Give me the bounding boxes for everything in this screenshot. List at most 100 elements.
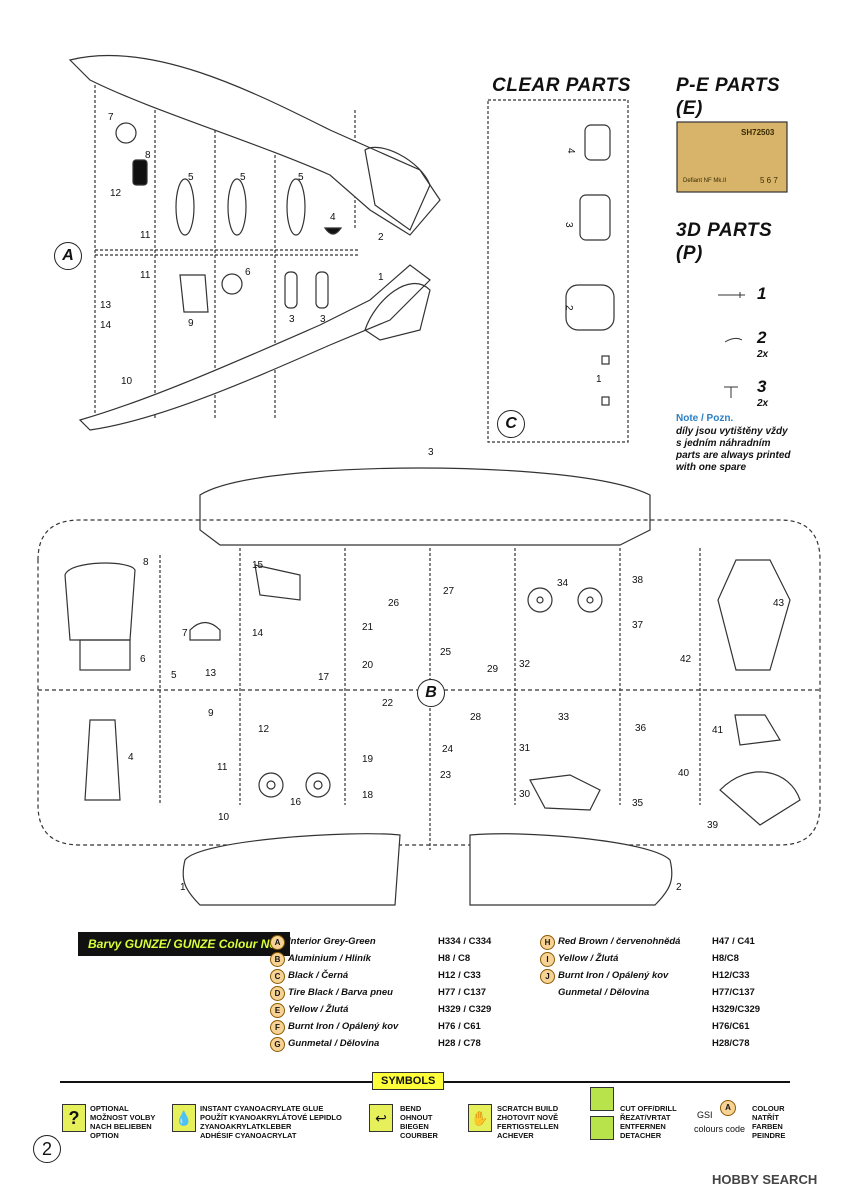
colour-row-m: H76/C61: [712, 1021, 750, 1032]
pe-fret-label: Defiant NF Mk.II: [683, 178, 727, 184]
svg-text:36: 36: [635, 723, 647, 734]
3d-part-3-multiplier: 2x: [757, 398, 769, 409]
optional-icon: ?: [62, 1104, 86, 1132]
svg-text:4: 4: [128, 752, 134, 763]
clear-parts-heading: CLEAR PARTS: [492, 75, 631, 96]
colour-badge: D: [270, 986, 285, 1001]
sprue-c-label: C: [497, 410, 525, 438]
pe-fret-code: SH72503: [741, 128, 775, 137]
svg-text:19: 19: [362, 754, 374, 765]
svg-text:40: 40: [678, 768, 690, 779]
svg-text:3: 3: [289, 314, 295, 325]
svg-text:14: 14: [252, 628, 264, 639]
svg-text:8: 8: [145, 150, 151, 161]
symbol-colour-text: COLOUR NATŘÍT FARBEN PEINDRE: [752, 1104, 786, 1140]
page-number: 2: [33, 1135, 61, 1163]
svg-text:28: 28: [470, 712, 482, 723]
svg-text:33: 33: [558, 712, 570, 723]
pe-parts-heading: P-E PARTS: [676, 75, 781, 96]
colour-badge: E: [270, 1003, 285, 1018]
cut-off-icon: [590, 1087, 614, 1111]
svg-text:12: 12: [110, 188, 122, 199]
svg-text:37: 37: [632, 620, 644, 631]
colour-badge: H: [540, 935, 555, 950]
note-text-cz: díly jsou vytištěny vždy s jedním náhrad…: [676, 426, 788, 449]
pe-parts-letter: (E): [676, 98, 703, 119]
3d-part-2-multiplier: 2x: [757, 349, 769, 360]
symbols-title: SYMBOLS: [372, 1072, 445, 1090]
gsi-label: GSI: [697, 1110, 713, 1120]
svg-text:5: 5: [240, 172, 246, 183]
colours-code-label: colours code: [694, 1124, 746, 1134]
svg-text:5: 5: [298, 172, 304, 183]
svg-text:3: 3: [320, 314, 326, 325]
svg-text:2: 2: [563, 305, 574, 311]
svg-text:42: 42: [680, 654, 692, 665]
svg-text:34: 34: [557, 578, 569, 589]
symbol-bend-text: BEND OHNOUT BIEGEN COURBER: [400, 1104, 438, 1140]
colour-badge: B: [270, 952, 285, 967]
colour-row-n: H28/C78: [712, 1038, 750, 1049]
colour-badge: G: [270, 1037, 285, 1052]
svg-text:11: 11: [140, 230, 151, 241]
symbol-optional-text: OPTIONAL MOŽNOST VOLBY NACH BELIEBEN OPT…: [90, 1104, 156, 1140]
colour-badge: I: [540, 952, 555, 967]
sprue-b-label: B: [417, 679, 445, 707]
scratch-build-icon: ✋: [468, 1104, 492, 1132]
svg-text:27: 27: [443, 586, 455, 597]
svg-text:18: 18: [362, 790, 374, 801]
hobby-search-watermark: HOBBY SEARCH: [712, 1172, 818, 1187]
svg-text:8: 8: [143, 557, 149, 568]
svg-text:29: 29: [487, 664, 499, 675]
sprue-a-label: A: [54, 242, 82, 270]
colour-badge: F: [270, 1020, 285, 1035]
note-text-en: parts are always printed with one spare: [676, 450, 791, 473]
colour-badge: J: [540, 969, 555, 984]
svg-text:2: 2: [378, 232, 384, 243]
3d-part-3-number: 3: [757, 377, 767, 396]
svg-text:3: 3: [428, 447, 434, 458]
svg-text:16: 16: [290, 797, 302, 808]
3d-parts-heading: 3D PARTS: [676, 220, 773, 241]
svg-text:39: 39: [707, 820, 719, 831]
svg-text:1: 1: [596, 374, 602, 385]
svg-text:7: 7: [182, 628, 188, 639]
svg-text:12: 12: [258, 724, 270, 735]
svg-text:4: 4: [565, 148, 576, 154]
svg-text:9: 9: [188, 318, 194, 329]
gsi-colour-badge: A: [720, 1100, 736, 1116]
symbol-scratch-text: SCRATCH BUILD ZHOTOVIT NOVĚ FERTIGSTELLE…: [497, 1104, 559, 1140]
svg-text:35: 35: [632, 798, 644, 809]
symbol-cut-text: CUT OFF/DRILL ŘEZAT/VRTAT ENTFERNEN DETA…: [620, 1104, 677, 1140]
3d-part-2-number: 2: [757, 328, 767, 347]
note-title: Note / Pozn.: [676, 413, 734, 424]
svg-text:6: 6: [245, 267, 251, 278]
3d-part-1-number: 1: [757, 284, 767, 303]
svg-text:1: 1: [378, 272, 384, 283]
svg-text:21: 21: [362, 622, 374, 633]
svg-text:4: 4: [330, 212, 336, 223]
svg-text:22: 22: [382, 698, 394, 709]
colour-row-l: H329/C329: [712, 1004, 761, 1015]
pe-fret-nums: 5 6 7: [760, 176, 778, 185]
svg-text:23: 23: [440, 770, 452, 781]
svg-text:15: 15: [252, 560, 264, 571]
colour-badge: C: [270, 969, 285, 984]
svg-text:5: 5: [171, 670, 177, 681]
symbol-glue-text: INSTANT CYANOACRYLATE GLUE POUŽÍT KYANOA…: [200, 1104, 342, 1140]
svg-text:2: 2: [676, 882, 682, 893]
svg-text:24: 24: [442, 744, 454, 755]
svg-text:31: 31: [519, 743, 531, 754]
svg-text:1: 1: [180, 882, 186, 893]
svg-text:20: 20: [362, 660, 374, 671]
svg-text:17: 17: [318, 672, 330, 683]
